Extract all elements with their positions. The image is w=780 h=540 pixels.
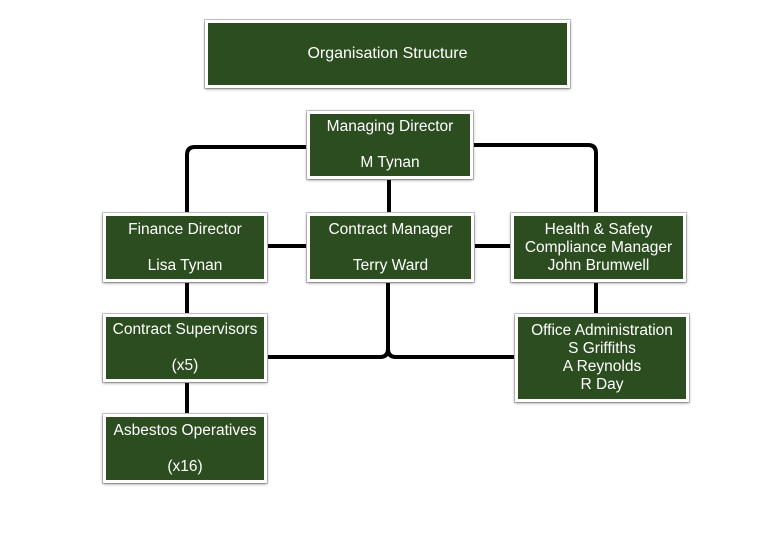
managing-director-box: Managing Director M Tynan: [307, 111, 473, 179]
contract-manager-box: Contract Manager Terry Ward: [307, 213, 474, 282]
asbestos-operatives-count: (x16): [167, 457, 203, 475]
asbestos-operatives-role: Asbestos Operatives: [113, 421, 257, 439]
health-safety-box: Health & Safety Compliance Manager John …: [511, 213, 686, 282]
office-administration-box: Office Administration S Griffiths A Reyn…: [515, 314, 689, 402]
connector-md-health-safety: [471, 143, 598, 217]
contract-supervisors-count: (x5): [171, 357, 199, 374]
asbestos-operatives-box: Asbestos Operatives (x16): [103, 414, 267, 483]
office-administration-name-1: S Griffiths: [568, 340, 636, 357]
page-title: Organisation Structure: [307, 45, 468, 62]
contract-manager-name: Terry Ward: [352, 256, 429, 274]
health-safety-role-line1: Health & Safety: [544, 220, 653, 238]
title-box: Organisation Structure: [205, 20, 570, 88]
contract-manager-role: Contract Manager: [328, 220, 453, 238]
health-safety-role-line2: Compliance Manager: [524, 238, 673, 256]
managing-director-name: M Tynan: [360, 154, 420, 171]
finance-director-box: Finance Director Lisa Tynan: [103, 213, 267, 282]
finance-director-name: Lisa Tynan: [147, 256, 223, 274]
finance-director-role: Finance Director: [128, 220, 242, 238]
connector-contract-manager-split: [264, 279, 518, 359]
connector-md-finance: [185, 145, 310, 217]
contract-supervisors-box: Contract Supervisors (x5): [103, 314, 267, 382]
health-safety-name: John Brumwell: [547, 256, 650, 274]
office-administration-name-2: A Reynolds: [562, 358, 642, 375]
office-administration-name-3: R Day: [580, 376, 624, 393]
office-administration-role: Office Administration: [531, 322, 673, 339]
contract-supervisors-role: Contract Supervisors: [112, 321, 258, 338]
managing-director-role: Managing Director: [326, 118, 454, 135]
